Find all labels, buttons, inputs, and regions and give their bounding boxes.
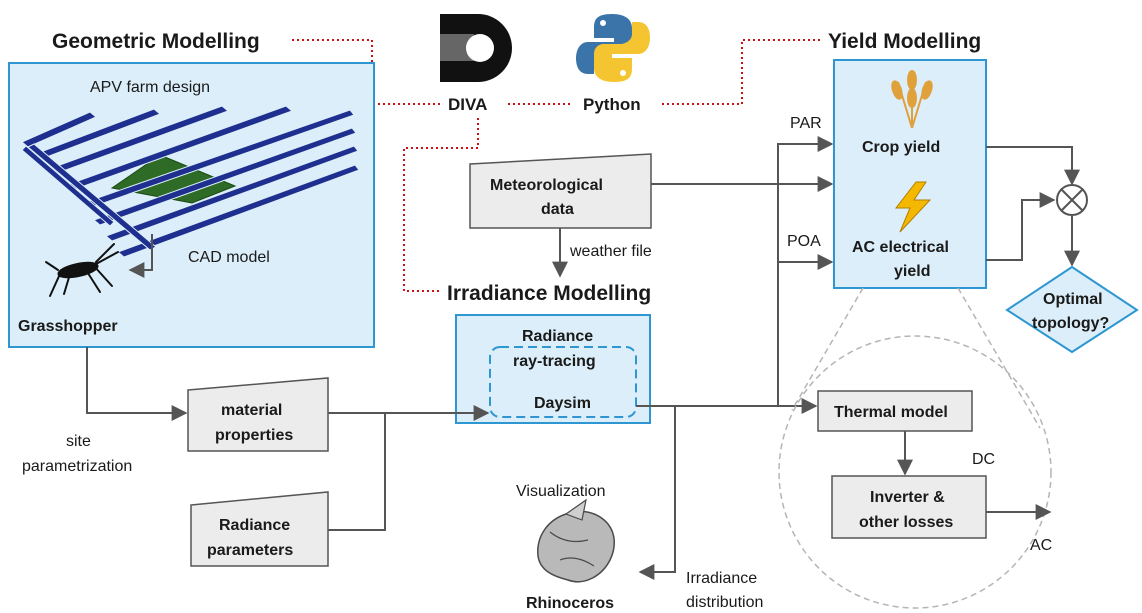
thermal-model-node bbox=[817, 390, 973, 432]
radiance-parameters-line1: Radiance bbox=[219, 517, 290, 534]
header-geometric-modelling: Geometric Modelling bbox=[52, 30, 260, 53]
solar-panel-rows bbox=[21, 105, 360, 258]
ac-electrical-yield-line1: AC electrical bbox=[852, 239, 949, 256]
poa-label: POA bbox=[787, 233, 821, 250]
optimal-topology-line2: topology? bbox=[1032, 315, 1109, 332]
par-arrow bbox=[777, 136, 834, 406]
ac-to-combiner-arrow bbox=[986, 192, 1056, 261]
crop-yield-label: Crop yield bbox=[862, 139, 940, 156]
apv-farm-design-title: APV farm design bbox=[90, 79, 210, 96]
irradiance-distribution-line1: Irradiance bbox=[686, 570, 757, 587]
material-properties-line2: properties bbox=[215, 427, 293, 444]
ac-label: AC bbox=[1030, 537, 1052, 554]
inverter-line2: other losses bbox=[859, 514, 953, 531]
weather-file-label: weather file bbox=[569, 243, 652, 260]
optimal-topology-line1: Optimal bbox=[1043, 291, 1103, 308]
header-irradiance-modelling: Irradiance Modelling bbox=[447, 282, 651, 305]
grasshopper-icon bbox=[45, 243, 119, 297]
python-label: Python bbox=[583, 95, 641, 114]
multiply-combiner-icon bbox=[1056, 184, 1088, 216]
wheat-icon bbox=[891, 70, 933, 129]
dc-label: DC bbox=[972, 451, 995, 468]
yield-combination-arrows bbox=[986, 146, 1080, 267]
rhinoceros-label: Rhinoceros bbox=[526, 595, 614, 612]
apv-farm-illustration bbox=[21, 105, 360, 258]
crop-to-combiner-arrow bbox=[986, 146, 1080, 186]
visualization-label: Visualization bbox=[516, 483, 606, 500]
grasshopper-label: Grasshopper bbox=[18, 318, 118, 335]
cad-model-label: CAD model bbox=[188, 249, 270, 266]
zoom-indicator bbox=[778, 287, 1052, 609]
optimal-topology-decision bbox=[1005, 265, 1139, 354]
ac-electrical-yield-line2: yield bbox=[894, 263, 930, 280]
site-parametrization-arrow bbox=[86, 347, 188, 421]
material-properties-node bbox=[187, 377, 329, 452]
meteorological-data-line2: data bbox=[541, 201, 574, 218]
daysim-label: Daysim bbox=[534, 395, 591, 412]
radiance-params-join bbox=[328, 413, 386, 531]
link-python-yield bbox=[662, 39, 820, 105]
material-properties-line1: material bbox=[221, 402, 282, 419]
header-yield-modelling: Yield Modelling bbox=[828, 30, 981, 53]
rhinoceros-icon bbox=[537, 498, 615, 583]
lightning-bolt-icon bbox=[894, 181, 932, 233]
par-label: PAR bbox=[790, 115, 822, 132]
radiance-line2: ray-tracing bbox=[513, 353, 596, 370]
daysim-dashed-box bbox=[489, 346, 637, 418]
inverter-node bbox=[831, 475, 987, 539]
radiance-parameters-line2: parameters bbox=[207, 542, 293, 559]
link-diva-irradiance bbox=[403, 118, 479, 292]
diva-logo-icon bbox=[440, 14, 512, 82]
site-label-line2: parametrization bbox=[22, 458, 132, 475]
meteorological-data-node bbox=[469, 153, 652, 229]
site-label-line1: site bbox=[66, 433, 91, 450]
python-logo-icon bbox=[576, 14, 650, 82]
radiance-parameters-node bbox=[190, 491, 329, 567]
cad-model-arrow bbox=[128, 234, 153, 278]
meteorological-data-line1: Meteorological bbox=[490, 177, 603, 194]
radiance-line1: Radiance bbox=[522, 328, 593, 345]
irradiance-distribution-arrow bbox=[638, 406, 676, 580]
diva-label: DIVA bbox=[448, 95, 487, 114]
irradiance-flow-arrows bbox=[636, 136, 834, 580]
thermal-model-label: Thermal model bbox=[834, 404, 948, 421]
inverter-line1: Inverter & bbox=[870, 489, 945, 506]
input-flow-arrows bbox=[86, 347, 490, 531]
irradiance-distribution-line2: distribution bbox=[686, 594, 763, 611]
